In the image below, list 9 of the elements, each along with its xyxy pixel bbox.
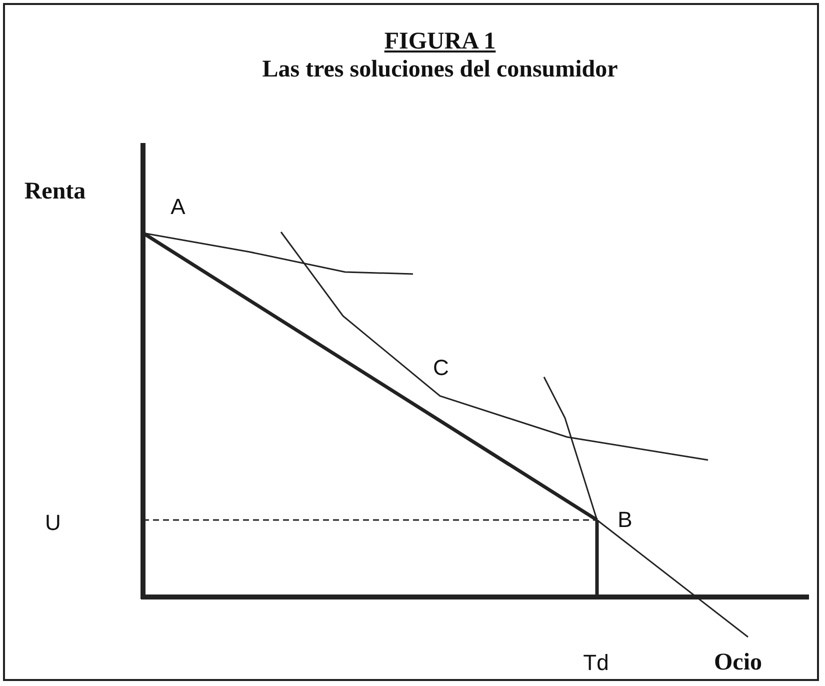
axis-label: Ocio — [714, 650, 762, 676]
figure-title: FIGURA 1 — [384, 28, 496, 56]
point-label: B — [618, 507, 632, 533]
point-label: A — [170, 194, 186, 220]
figure-subtitle: Las tres soluciones del consumidor — [262, 56, 618, 84]
axis-label: Renta — [24, 178, 86, 206]
axis-value-label: U — [45, 510, 61, 536]
point-label: C — [433, 355, 449, 381]
axis-value-label: Td — [583, 650, 609, 676]
